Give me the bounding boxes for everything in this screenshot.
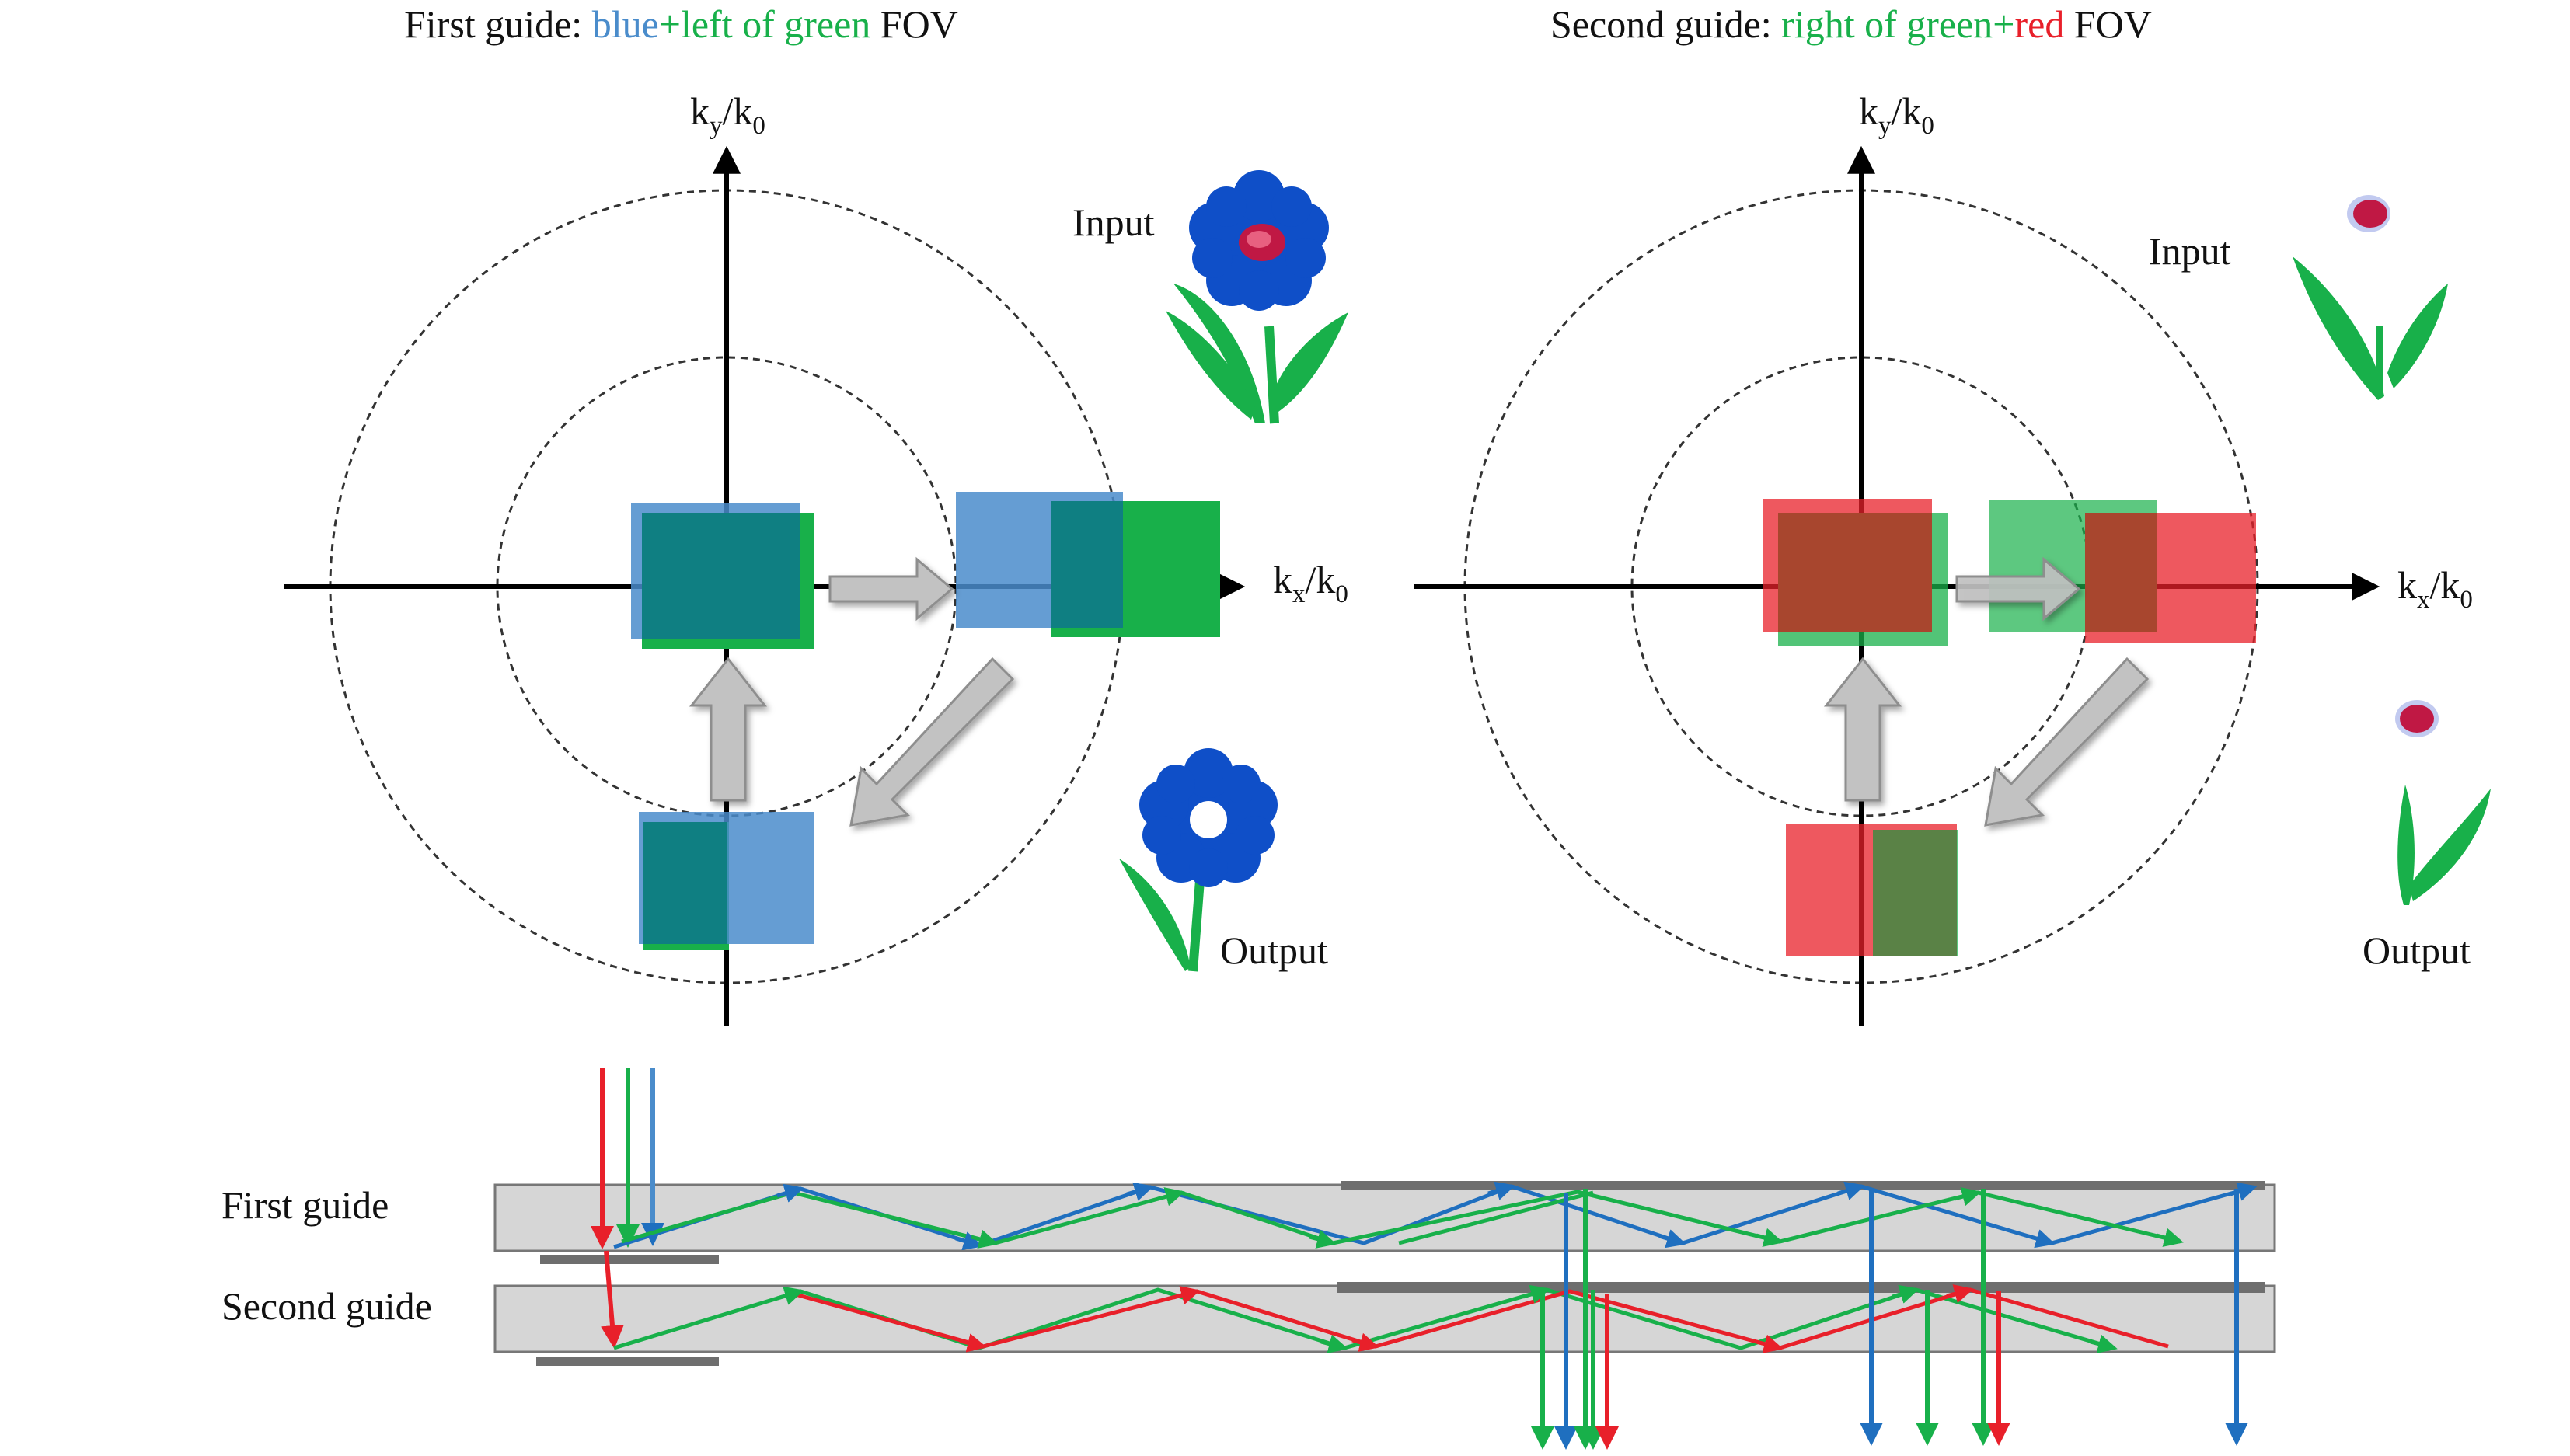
panel1-right-teal-overlap: [1051, 501, 1123, 628]
second-guide-red-path: [792, 1287, 2169, 1350]
panel2-kspace: ky/k0 kx/k0 Input Output: [1414, 89, 2491, 1026]
panel2-input-label: Input: [2149, 229, 2231, 273]
first-guide-outcoupler: [1341, 1181, 2265, 1190]
panel2-arrow-right: [1955, 556, 2081, 622]
waveguide-section: First guide Second guide: [221, 1068, 2276, 1450]
panel2-input-flower-image: [2293, 195, 2448, 400]
panel2-kx-label: kx/k0: [2397, 563, 2473, 614]
panel1-title-blue: blue: [592, 2, 659, 46]
panel2-right-brown-overlap: [2085, 513, 2157, 632]
second-guide-incoupler: [536, 1357, 719, 1366]
second-guide-arrowheads: [776, 1284, 2118, 1353]
panel2-arrow-diag: [1984, 657, 2150, 827]
panel1-ky-label: ky/k0: [690, 89, 765, 140]
panel2-arrow-up: [1823, 657, 1902, 802]
panel2-title-red: red: [2015, 2, 2065, 46]
panel2-title: Second guide: right of green+red FOV: [1550, 2, 2152, 46]
panel2-output-flower-image: [2395, 700, 2491, 905]
red-ray-to-second: [601, 1250, 624, 1349]
panel1-kspace: ky/k0 kx/k0 Input Output: [284, 89, 1348, 1026]
first-guide-label: First guide: [221, 1183, 389, 1227]
panel1-arrow-right: [828, 556, 954, 622]
panel2-center-brown-overlap: [1778, 513, 1932, 632]
panel1-bottom-teal-overlap: [643, 822, 727, 944]
panel1-arrow-diag: [849, 657, 1015, 827]
first-guide-incoupler: [540, 1255, 719, 1264]
panel1-center-teal-overlap: [642, 513, 800, 639]
panel2-output-label: Output: [2363, 928, 2471, 972]
second-guide-outcoupler: [1337, 1282, 2265, 1293]
panel1-title: First guide: blue+left of green FOV: [404, 2, 958, 46]
panel1-input-label: Input: [1072, 200, 1155, 244]
first-guide-arrowheads: [776, 1181, 2258, 1251]
panel1-kx-label: kx/k0: [1273, 558, 1348, 608]
panel2-ky-label: ky/k0: [1859, 89, 1934, 140]
panel1-title-green: left of green: [681, 2, 870, 46]
panel1-arrow-up: [689, 657, 768, 802]
panel1-output-label: Output: [1220, 928, 1328, 972]
first-guide-slab: [493, 1183, 2276, 1252]
panel2-title-green: right of green: [1781, 2, 1993, 46]
second-guide-label: Second guide: [221, 1284, 432, 1328]
panel1-output-flower-image: [1119, 748, 1278, 972]
first-guide-green-path-b: [1398, 1190, 1594, 1245]
outgoing-rays: [1531, 1189, 2248, 1450]
panel1-input-flower-image: [1166, 170, 1348, 424]
panel2-bottom-olive-overlap: [1873, 830, 1957, 956]
